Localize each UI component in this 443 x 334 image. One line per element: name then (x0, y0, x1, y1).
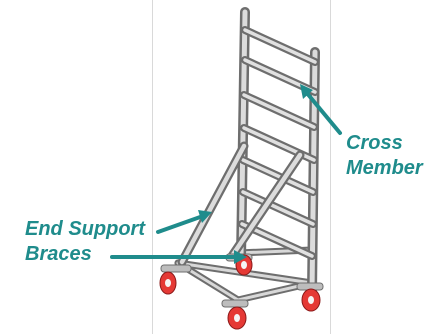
cross-member-arrow (304, 90, 342, 135)
right-panel-divider (330, 0, 331, 334)
end-support-braces-label: End Support Braces (25, 217, 145, 267)
left-panel-divider (152, 0, 153, 334)
caster-wheel (221, 299, 249, 330)
caster-wheel (159, 264, 192, 295)
caster-wheel (296, 282, 324, 312)
end-support-brace (177, 141, 305, 267)
end-support-braces-label-line1: End Support (25, 218, 145, 240)
brace-arrow-lower-head (234, 250, 247, 264)
end-support-braces-label-line2: Braces (25, 243, 92, 265)
brace-arrow-upper-head (198, 210, 212, 223)
cross-member-arrowhead (300, 84, 313, 99)
cross-member-label-line1: Cross (346, 132, 403, 154)
cross-member-label: Cross Member (346, 131, 423, 181)
brace-arrow-upper (156, 214, 205, 234)
cross-member-label-line2: Member (346, 157, 423, 179)
